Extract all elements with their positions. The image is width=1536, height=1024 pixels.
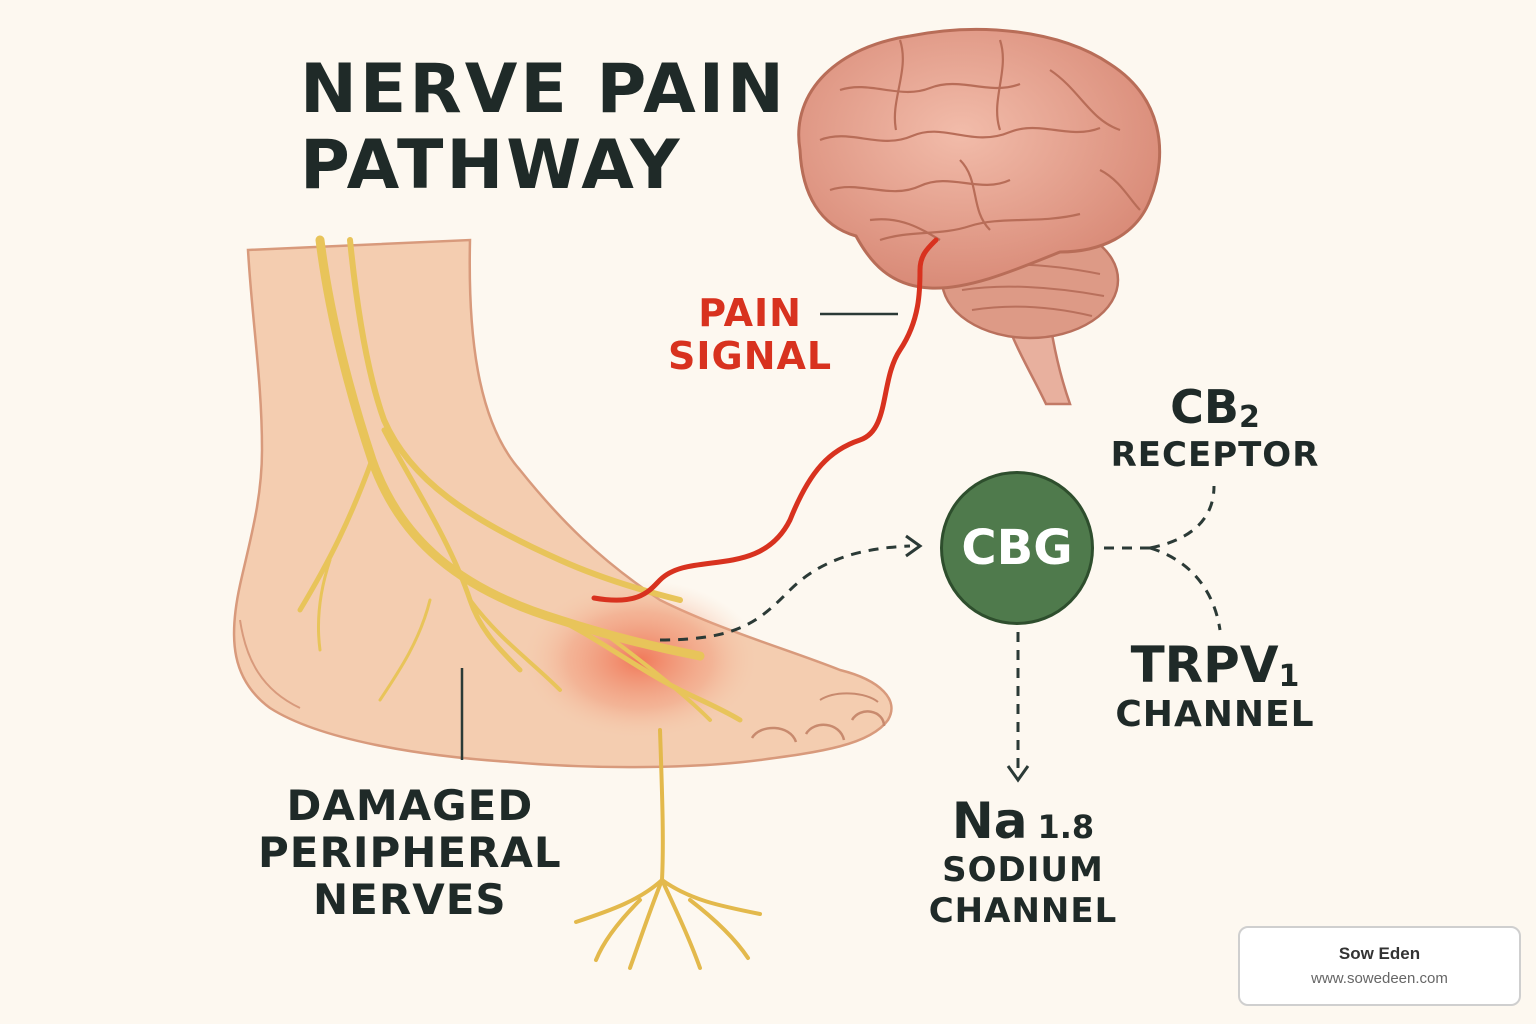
cb2-main: CB — [1170, 380, 1239, 434]
damaged-nerves-line-3: NERVES — [313, 875, 507, 925]
foot-to-cbg-arrow — [659, 534, 923, 642]
title-line-2: PATHWAY — [300, 126, 683, 206]
cb2-description: RECEPTOR — [1110, 435, 1320, 475]
nerve-network — [297, 235, 743, 723]
trpv1-channel-label: TRPV1 CHANNEL — [1110, 636, 1320, 735]
cb2-subscript: 2 — [1238, 400, 1260, 435]
brand-url: www.sowedeen.com — [1311, 970, 1448, 987]
trpv1-title: TRPV1 — [1110, 636, 1320, 694]
trpv1-description: CHANNEL — [1115, 694, 1315, 735]
cbg-to-nav-arrow — [1006, 632, 1030, 783]
nav-description-line-1: SODIUM — [942, 850, 1104, 890]
cbg-node: CBG — [940, 471, 1094, 625]
pain-signal-line-2: SIGNAL — [668, 333, 833, 378]
brand-name: Sow Eden — [1338, 944, 1421, 963]
pain-signal-line-1: PAIN — [698, 291, 802, 335]
pain-signal-line — [591, 237, 939, 603]
cb2-receptor-label: CB2 RECEPTOR — [1110, 380, 1320, 475]
page-title: NERVE PAIN PATHWAY — [300, 50, 787, 206]
cb2-title: CB2 — [1110, 380, 1320, 435]
cbg-label: CBG — [961, 520, 1073, 576]
nav-description: SODIUM CHANNEL — [918, 850, 1128, 932]
trpv1-subscript: 1 — [1278, 659, 1300, 694]
damaged-nerves-line-2: PERIPHERAL — [258, 828, 562, 878]
damaged-nerves-label: DAMAGED PERIPHERAL NERVES — [258, 782, 562, 923]
title-line-1: NERVE PAIN — [300, 50, 787, 129]
brand-watermark: Sow Eden www.sowedeen.com — [1238, 926, 1521, 1006]
nav-main: Na — [951, 792, 1028, 850]
damaged-nerves-line-1: DAMAGED — [286, 781, 534, 830]
pain-signal-label: PAIN SIGNAL — [668, 292, 832, 377]
brain-illustration — [797, 27, 1162, 406]
nav-description-line-2: CHANNEL — [928, 890, 1118, 931]
cbg-receptor-links — [1104, 485, 1222, 631]
nav-subscript: 1.8 — [1037, 808, 1095, 846]
trpv1-main: TRPV — [1130, 636, 1279, 694]
nerve-roots — [574, 728, 762, 970]
